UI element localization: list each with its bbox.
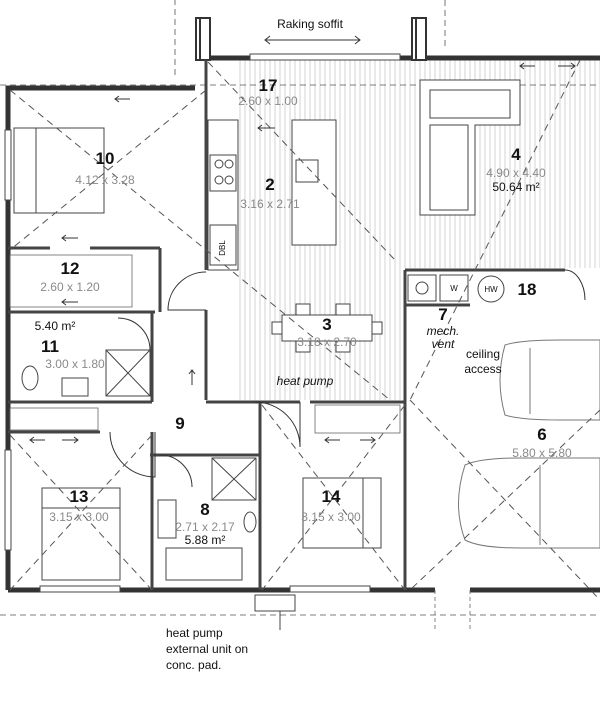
room-8-size: 2.71 x 2.17 <box>175 520 235 534</box>
doors <box>109 269 586 488</box>
raking-soffit-label: Raking soffit <box>277 17 343 31</box>
soffit-posts <box>195 17 427 61</box>
room-4-area: 50.64 m² <box>492 180 539 194</box>
interior-walls <box>8 60 565 590</box>
room-6-number: 6 <box>537 425 546 444</box>
hw-label: HW <box>484 285 498 294</box>
raking-soffit-arrow <box>264 35 361 45</box>
heat-pump-label: heat pump <box>277 374 334 388</box>
room-14-size: 3.15 x 3.00 <box>301 510 361 524</box>
room-8-number: 8 <box>200 500 209 519</box>
room-18-number: 18 <box>518 280 537 299</box>
external-heat-pump-pad <box>254 594 296 630</box>
external-note-line-3: conc. pad. <box>166 658 221 672</box>
dbl-label: DBL <box>218 240 227 256</box>
laundry-fixtures <box>407 274 505 303</box>
diagonal-lines <box>9 59 600 601</box>
room-10-size: 4.12 x 3.28 <box>75 173 135 187</box>
room-14-number: 14 <box>322 487 341 506</box>
room-17-size: 2.60 x 1.00 <box>238 94 298 108</box>
room-13-number: 13 <box>70 487 89 506</box>
dining-table <box>271 303 383 353</box>
ensuite-fixtures <box>21 349 257 581</box>
room-13-size: 3.15 x 3.00 <box>49 510 109 524</box>
room-7-number: 7 <box>438 305 447 324</box>
ceiling-access-label-1: ceiling <box>466 347 500 361</box>
room-10-number: 10 <box>96 149 115 168</box>
external-note-line-2: external unit on <box>166 642 248 656</box>
external-note-line-1: heat pump <box>166 626 223 640</box>
room-12-size: 2.60 x 1.20 <box>40 280 100 294</box>
ceiling-access-label-2: access <box>464 362 501 376</box>
room-6-size: 5.80 x 5.80 <box>512 446 572 460</box>
beds <box>13 127 382 581</box>
garage-door <box>434 590 471 630</box>
room-4-number: 4 <box>511 145 521 164</box>
room-4-size: 4.90 x 4.40 <box>486 166 546 180</box>
kitchen <box>207 119 337 271</box>
cars <box>458 339 600 549</box>
mech-vent-label-1: mech. <box>427 324 460 338</box>
room-9-number: 9 <box>175 414 184 433</box>
sofa <box>419 79 521 216</box>
washer-label: W <box>450 284 458 293</box>
room-17-number: 17 <box>259 76 278 95</box>
room-2-size: 3.16 x 2.71 <box>240 197 300 211</box>
room-11-number: 11 <box>41 337 59 356</box>
mech-vent-label-2: vent <box>432 337 455 351</box>
sliding-door-arrows <box>29 62 576 444</box>
windows <box>4 53 401 593</box>
robes <box>9 254 401 434</box>
room-8-area: 5.88 m² <box>185 533 226 547</box>
room-11-area: 5.40 m² <box>35 319 76 333</box>
room-2-number: 2 <box>265 175 274 194</box>
room-11-size: 3.00 x 1.80 <box>45 357 105 371</box>
room-3-size: 3.18 x 2.70 <box>297 335 357 349</box>
room-3-number: 3 <box>322 315 331 334</box>
room-12-number: 12 <box>61 259 80 278</box>
